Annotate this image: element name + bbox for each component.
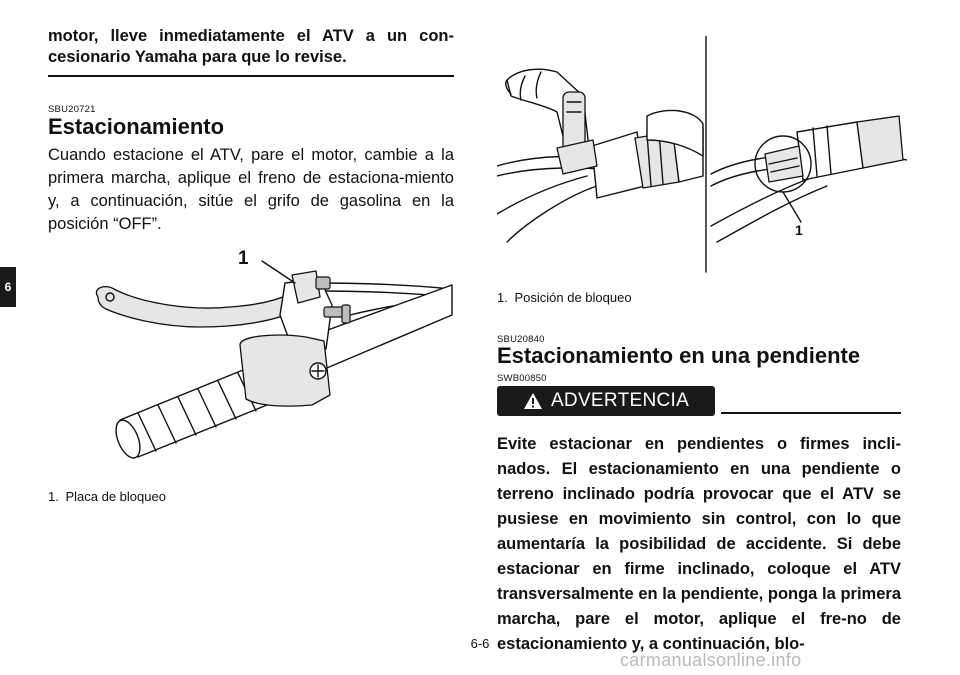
section-title: Estacionamiento — [48, 114, 225, 139]
figure-caption-right: 1. Posición de bloqueo — [497, 290, 632, 305]
caption-number: 1. — [497, 290, 508, 305]
warning-label: ADVERTENCIA — [497, 386, 715, 416]
watermark: carmanualsonline.info — [620, 650, 802, 670]
body-paragraph: Cuando estacione el ATV, pare el motor, … — [48, 146, 454, 233]
section-title-right: Estacionamiento en una pendiente — [497, 343, 861, 368]
warning-paragraph: Evite estacionar en pendientes o firmes … — [497, 435, 901, 653]
chapter-number: 6 — [4, 280, 12, 294]
lever-lock-plate-illustration — [95, 260, 453, 459]
caption-text: Placa de bloqueo — [65, 489, 166, 504]
caption-text: Posición de bloqueo — [514, 290, 632, 305]
section-divider — [48, 75, 454, 77]
section-code: SBU20721 — [48, 104, 96, 115]
figure-caption: 1. Placa de bloqueo — [48, 489, 166, 504]
lead-paragraph: motor, lleve inmediatamente el ATV a un … — [48, 27, 454, 66]
figure-label: 1 — [238, 248, 249, 269]
section-code-right: SBU20840 — [497, 334, 545, 345]
warning-code: SWB00850 — [497, 373, 547, 384]
warning-triangle-icon — [523, 393, 542, 409]
warning-label-text: ADVERTENCIA — [550, 390, 690, 411]
warning-rule — [721, 412, 901, 414]
figure-label-right: 1 — [795, 222, 803, 238]
lock-position-illustration — [497, 36, 907, 273]
caption-number: 1. — [48, 489, 59, 504]
page-number: 6-6 — [470, 636, 490, 651]
chapter-tab: 6 — [0, 267, 16, 307]
